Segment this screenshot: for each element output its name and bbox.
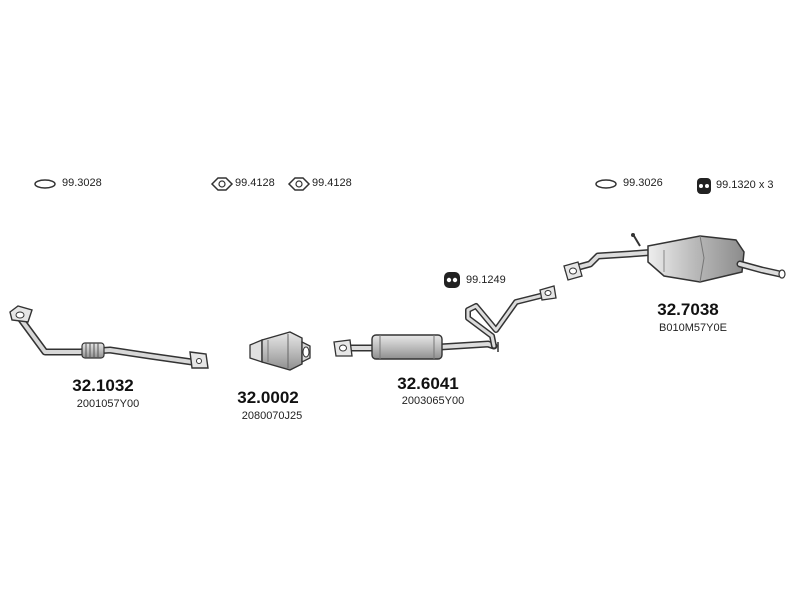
- rubber-hanger-icon: [444, 272, 460, 288]
- part-number-middle-silencer: 32.6041: [397, 374, 459, 393]
- hanger-mid-label: 99.1249: [466, 274, 506, 286]
- part-number-rear-silencer: 32.7038: [657, 300, 719, 319]
- rear-silencer-drawing: [563, 233, 786, 283]
- catalytic-converter-drawing: [249, 331, 311, 371]
- flange-gasket-label-1: 99.4128: [235, 177, 275, 189]
- gasket-front-label: 99.3028: [62, 177, 102, 189]
- gasket-ring-icon: [595, 179, 617, 189]
- gasket-ring-icon: [34, 179, 56, 189]
- flange-gasket-icon: [210, 177, 234, 191]
- oe-code-catalytic-converter: 2080070J25: [241, 410, 303, 422]
- rubber-hanger-icon: [697, 178, 711, 194]
- oe-code-middle-silencer: 2003065Y00: [401, 395, 465, 407]
- flange-gasket-label-2: 99.4128: [312, 177, 352, 189]
- oe-code-front-pipe: 2001057Y00: [76, 398, 140, 410]
- part-number-front-pipe: 32.1032: [72, 376, 134, 395]
- flange-gasket-icon: [287, 177, 311, 191]
- part-number-catalytic-converter: 32.0002: [237, 388, 299, 407]
- hanger-rear-label: 99.1320 x 3: [716, 179, 774, 191]
- gasket-rear-label: 99.3026: [623, 177, 663, 189]
- middle-silencer-drawing: [333, 285, 557, 360]
- oe-code-rear-silencer: B010M57Y0E: [659, 322, 727, 334]
- front-pipe-drawing: [9, 305, 209, 369]
